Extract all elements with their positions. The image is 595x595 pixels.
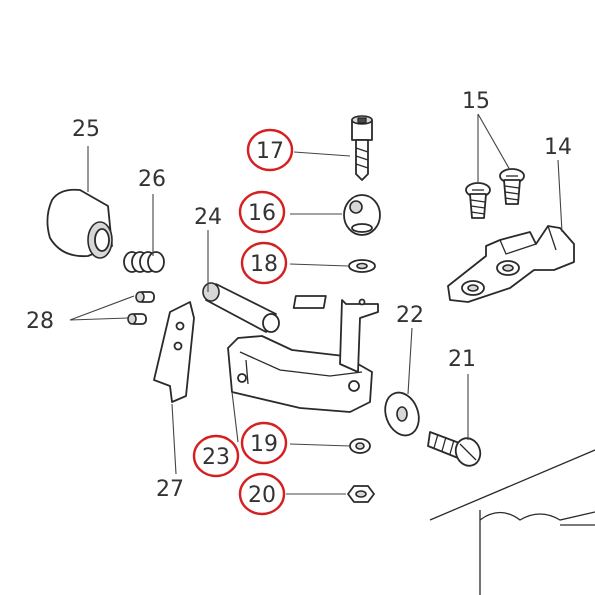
part-14-plate — [447, 225, 575, 303]
callout-20: 20 — [248, 483, 276, 508]
callout-24: 24 — [194, 205, 222, 230]
part-24-shaft — [202, 282, 280, 333]
part-19-lock-washer — [349, 438, 371, 454]
callout-14: 14 — [544, 135, 572, 160]
callout-16: 16 — [248, 201, 276, 226]
callout-22: 22 — [396, 303, 424, 328]
part-16-ball — [343, 194, 381, 236]
callout-19: 19 — [250, 432, 278, 457]
part-15-screws — [465, 168, 525, 219]
highlight-circle-17 — [246, 128, 294, 172]
highlight-circle-19 — [240, 421, 288, 465]
part-26-spring — [123, 251, 165, 273]
part-22-washer — [384, 391, 420, 437]
callout-21: 21 — [448, 347, 476, 372]
highlight-circle-16 — [238, 190, 286, 234]
part-28-pins — [127, 291, 155, 325]
highlight-circle-23 — [192, 434, 240, 478]
callout-25: 25 — [72, 117, 100, 142]
part-27-plate — [153, 301, 195, 403]
highlight-circle-20 — [238, 472, 286, 516]
highlight-circle-18 — [240, 241, 288, 285]
callout-23: 23 — [202, 445, 230, 470]
callout-15: 15 — [462, 89, 490, 114]
part-21-screw — [427, 431, 482, 467]
callout-27: 27 — [156, 477, 184, 502]
leader-lines — [69, 113, 563, 495]
callout-26: 26 — [138, 167, 166, 192]
part-17-screw — [351, 115, 373, 181]
part-25-cap — [46, 188, 113, 259]
part-23-bracket — [227, 295, 379, 413]
callout-28: 28 — [26, 309, 54, 334]
callout-17: 17 — [256, 139, 284, 164]
callout-18: 18 — [250, 252, 278, 277]
part-18-washer — [348, 259, 376, 273]
highlight-circles — [192, 128, 294, 516]
part-20-nut — [347, 485, 375, 503]
callout-labels: 25 26 28 24 27 23 17 16 18 19 20 22 21 1… — [26, 89, 572, 508]
sheet-frame-lines — [429, 449, 595, 595]
